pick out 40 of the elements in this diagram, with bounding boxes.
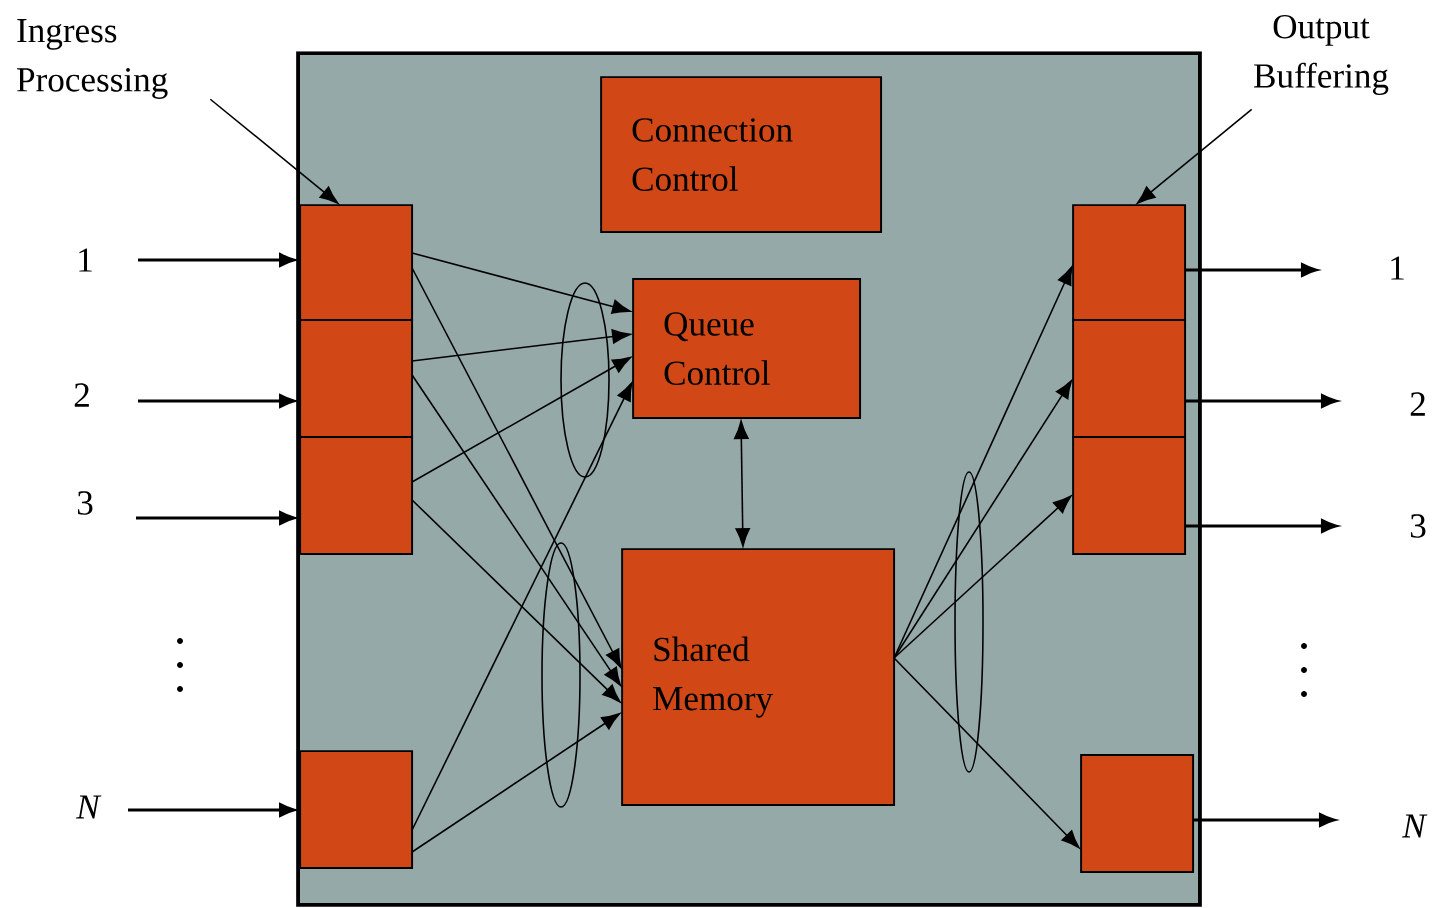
arrow [136,511,296,525]
arrow [411,329,631,362]
buffer-box [1072,204,1187,322]
leader-arrow [1136,108,1253,204]
arrow [893,266,1073,659]
arrow [411,267,622,668]
buffer-box [299,750,414,870]
port-number: 2 [1410,392,1425,416]
arrow [411,713,621,853]
arrow [893,657,1080,849]
port-number: 2 [74,383,89,407]
heading-text: Ingress Processing [17,19,168,99]
arrow [411,382,633,831]
arrow [893,495,1072,659]
port-number: N [76,795,102,819]
arrow [411,499,621,703]
buffer-box [1072,319,1187,439]
process-box: Connection Control [600,76,883,234]
arrow [411,374,622,687]
port-number: 3 [77,491,93,515]
arrow [411,252,631,314]
port-number: N [1402,814,1428,838]
arrow [138,394,296,408]
buffer-box [299,319,414,439]
arrow [893,379,1073,659]
buffer-box [1072,436,1187,556]
port-number: 1 [79,248,92,272]
process-box: Queue Control [632,278,862,420]
port-number: 3 [1410,514,1426,538]
buffer-box [1080,754,1195,874]
port-number: 1 [1391,256,1404,280]
leader-arrow [209,98,339,204]
process-box: Shared Memory [621,548,896,806]
buffer-box [299,204,414,322]
arrow [734,420,750,547]
buffer-box [299,436,414,556]
arrow [138,253,296,267]
arrow [128,803,296,817]
heading-text: Output Buffering [1254,15,1389,95]
arrow [411,356,632,483]
